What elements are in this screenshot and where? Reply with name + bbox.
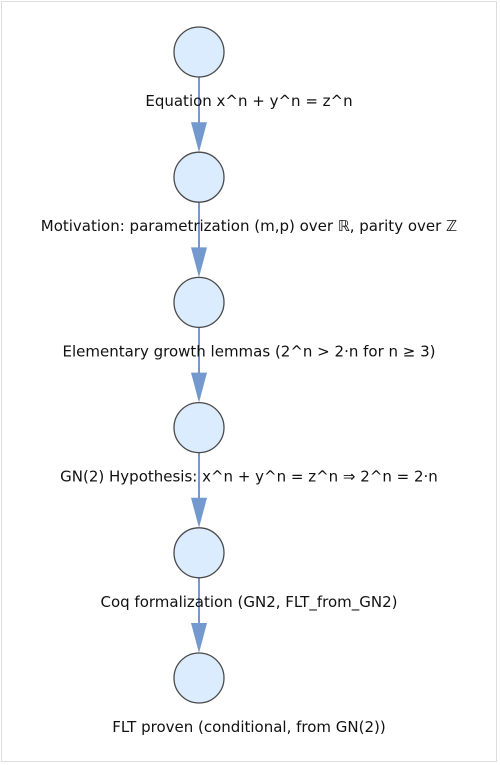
node-circle (173, 401, 225, 454)
node-circle (173, 151, 225, 203)
node-label: Coq formalization (GN2, FLT_from_GN2) (100, 593, 397, 612)
edge-equation-to-motivation (191, 77, 207, 153)
edge-motivation-to-growth-lemmas (191, 202, 207, 278)
node-growth-lemmas: Elementary growth lemmas (2^n > 2·n for … (62, 276, 436, 360)
arrowhead (191, 122, 207, 153)
node-gn2-hypothesis: GN(2) Hypothesis: x^n + y^n = z^n ⇒ 2^n … (60, 401, 438, 486)
arrowhead (191, 497, 207, 528)
node-circle (173, 527, 225, 579)
edge-growth-lemmas-to-gn2-hypothesis (191, 327, 207, 403)
node-label: FLT proven (conditional, from GN(2)) (112, 718, 386, 736)
arrowhead (191, 623, 207, 653)
edge-gn2-hypothesis-to-coq-formalization (191, 452, 207, 528)
node-flt-proven: FLT proven (conditional, from GN(2)) (112, 652, 386, 736)
node-circle (173, 276, 225, 329)
node-label: Elementary growth lemmas (2^n > 2·n for … (62, 342, 435, 360)
node-label: Equation x^n + y^n = z^n (145, 92, 352, 110)
arrowhead (191, 372, 207, 403)
node-motivation: Motivation: parametrization (m,p) over ℝ… (41, 151, 457, 235)
node-label: Motivation: parametrization (m,p) over ℝ… (41, 217, 457, 235)
arrowhead (191, 247, 207, 278)
edge-coq-formalization-to-flt-proven (191, 577, 207, 653)
node-coq-formalization: Coq formalization (GN2, FLT_from_GN2) (100, 527, 398, 612)
node-equation: Equation x^n + y^n = z^n (145, 26, 353, 110)
node-label: GN(2) Hypothesis: x^n + y^n = z^n ⇒ 2^n … (60, 468, 438, 486)
node-circle (173, 26, 225, 78)
node-circle (173, 652, 225, 704)
edges-layer (191, 77, 207, 653)
